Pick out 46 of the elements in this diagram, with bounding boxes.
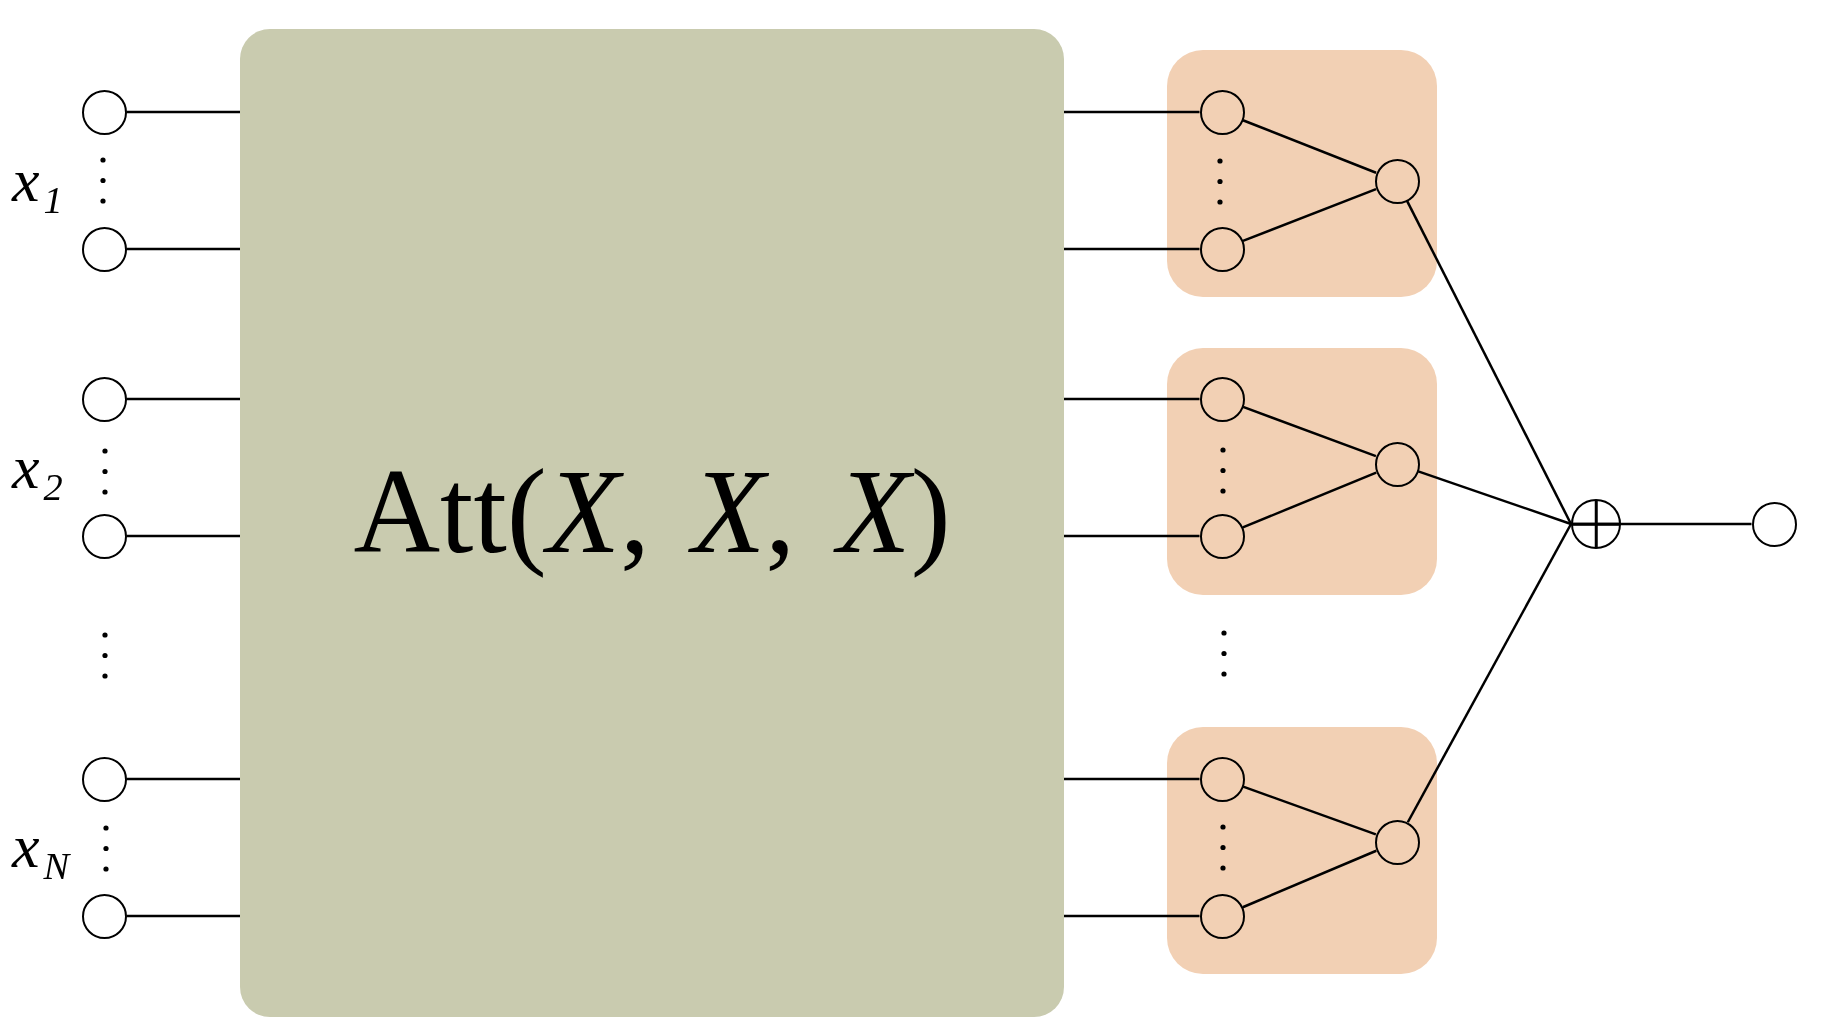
input-node [81, 513, 127, 559]
connector-line [1242, 471, 1377, 529]
connector-line [126, 247, 240, 251]
connector-line [1406, 523, 1573, 823]
neuron-node [1199, 376, 1245, 422]
connector-line [1064, 914, 1200, 918]
neuron-node [1199, 513, 1245, 559]
neuron-node [1374, 158, 1420, 204]
neuron-group-panel [1167, 727, 1437, 974]
neuron-node [1374, 441, 1420, 487]
input-node [81, 226, 127, 272]
neuron-node [1374, 819, 1420, 865]
connector-line [126, 777, 240, 781]
neuron-group-panel [1167, 50, 1437, 297]
input-label: x$_{2}$ [12, 436, 63, 498]
input-node [81, 376, 127, 422]
connector-line [126, 110, 240, 114]
connector-line [1242, 405, 1377, 458]
input-node [81, 89, 127, 135]
connector-line [1064, 397, 1200, 401]
neuron-group-panel [1167, 348, 1437, 595]
input-label: x$_{1}$ [12, 149, 63, 211]
formula-text: Att(X, X, X) [353, 446, 951, 578]
connector-line [1242, 188, 1377, 242]
connector-line [1064, 777, 1200, 781]
connector-line [126, 534, 240, 538]
neuron-node [1199, 756, 1245, 802]
connector-line [1406, 200, 1573, 525]
connector-line [1242, 119, 1377, 174]
connector-line [126, 914, 240, 918]
connector-line [1064, 534, 1200, 538]
connector-line [1064, 247, 1200, 251]
input-node [81, 893, 127, 939]
neuron-node [1199, 893, 1245, 939]
attention-block [240, 29, 1064, 1017]
sum-node [1571, 499, 1621, 549]
connector-line [1064, 110, 1200, 114]
connector-line [1417, 470, 1572, 526]
input-label: x$_{N}$ [12, 815, 69, 877]
neuron-node [1199, 89, 1245, 135]
connector-line [1242, 849, 1377, 909]
output-node [1751, 501, 1797, 547]
neuron-node [1199, 226, 1245, 272]
input-node [81, 756, 127, 802]
connector-line [126, 397, 240, 401]
connector-line [1242, 785, 1377, 836]
